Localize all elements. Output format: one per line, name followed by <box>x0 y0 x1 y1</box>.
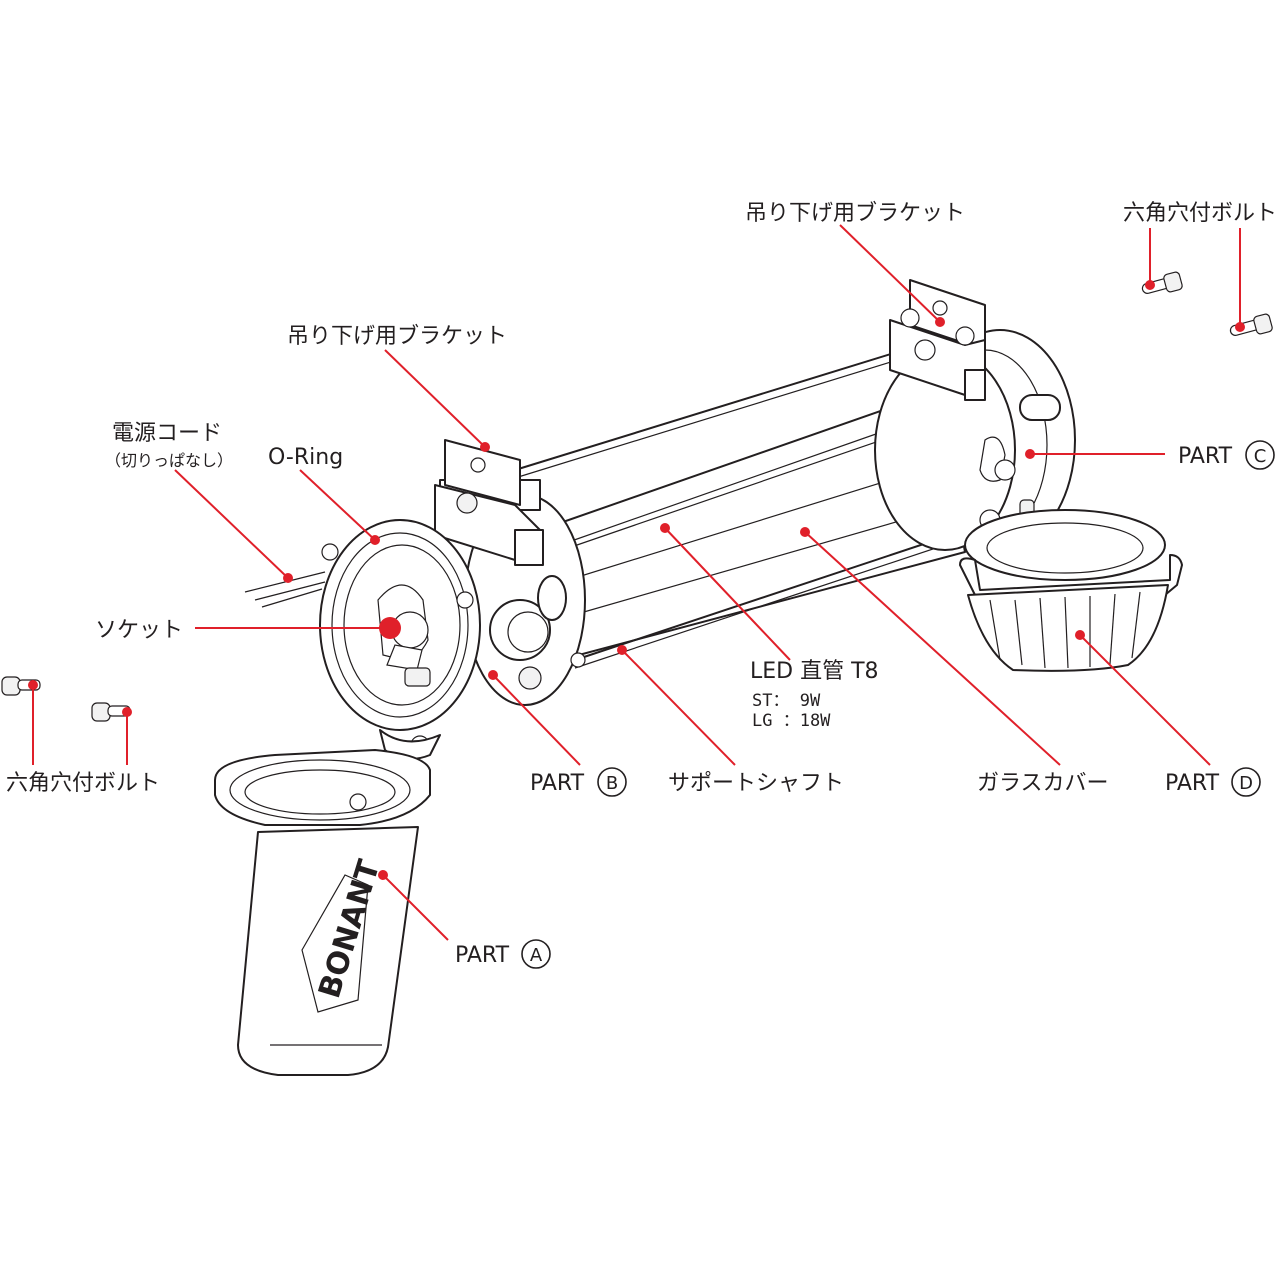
socket <box>377 584 431 687</box>
label-led-st: ST： 9W <box>752 691 821 711</box>
support-shaft-top <box>514 344 921 479</box>
label-part-d-letter: D <box>1239 773 1253 794</box>
label-socket: ソケット <box>95 618 183 643</box>
label-part-a-text: PART <box>455 943 510 968</box>
bracket-left <box>434 439 544 690</box>
part-a-body <box>214 749 431 1076</box>
label-power-cord: 電源コード <box>112 421 222 446</box>
leader-lines <box>28 224 1245 941</box>
label-bolt-bottom-left: 六角穴付ボルト <box>6 771 160 796</box>
label-led-lg: LG ：18W <box>752 711 831 731</box>
label-part-d-text: PART <box>1165 771 1220 796</box>
label-support-shaft: サポートシャフト <box>668 771 844 796</box>
label-part-b-letter: B <box>606 773 618 794</box>
label-part-c-text: PART <box>1178 444 1233 469</box>
support-shaft-bottom <box>574 521 991 669</box>
label-part-b-text: PART <box>530 771 585 796</box>
label-bolt-top-right: 六角穴付ボルト <box>1123 201 1277 226</box>
label-bracket-left: 吊り下げ用ブラケット <box>287 324 507 349</box>
label-part-b: PART B <box>530 767 627 797</box>
label-part-a: PART A <box>455 939 551 969</box>
label-glass-cover: ガラスカバー <box>977 771 1109 796</box>
part-c-housing <box>874 329 1076 551</box>
led-tube <box>559 414 931 546</box>
label-part-a-letter: A <box>530 945 543 966</box>
label-part-c: PART C <box>1178 440 1275 470</box>
label-part-d: PART D <box>1165 767 1261 797</box>
label-part-c-letter: C <box>1254 446 1267 467</box>
label-bracket-top: 吊り下げ用ブラケット <box>745 201 965 226</box>
label-led-tube: LED 直管 T8 <box>750 659 879 684</box>
label-o-ring: O-Ring <box>268 445 343 470</box>
label-power-cord-note: （切りっぱなし） <box>105 451 233 470</box>
part-d-cap <box>959 509 1183 672</box>
